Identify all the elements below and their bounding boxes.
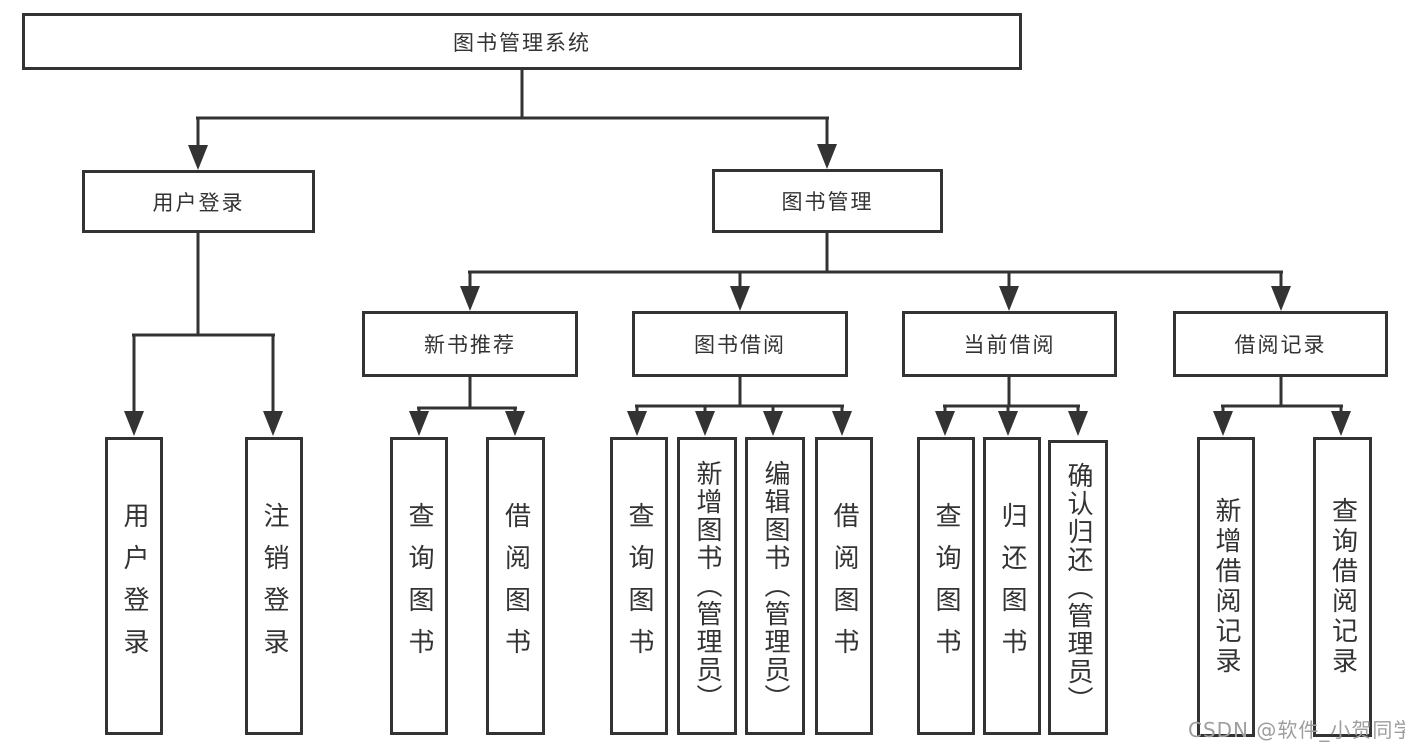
node-book-borrow-label: 图书借阅 xyxy=(694,333,786,357)
watermark-text: CSDN @软件_小贺同学 xyxy=(1188,718,1405,742)
leaf-bb-add-book-admin: 新增图书（管理员） xyxy=(677,437,737,735)
leaf-br-add-record: 新增借阅记录 xyxy=(1197,437,1255,737)
node-new-book-recommend-label: 新书推荐 xyxy=(424,333,516,357)
leaf-cb-confirm-return-admin: 确认归还（管理员） xyxy=(1048,440,1108,735)
leaf-nb-query-book: 查询图书 xyxy=(390,437,448,735)
node-book-management-label: 图书管理 xyxy=(781,190,874,214)
node-borrow-record-label: 借阅记录 xyxy=(1234,333,1327,357)
node-borrow-record: 借阅记录 xyxy=(1173,311,1388,377)
leaf-cb-query-book: 查询图书 xyxy=(917,437,975,735)
leaf-bb-borrow-book: 借阅图书 xyxy=(815,437,873,735)
node-new-book-recommend: 新书推荐 xyxy=(362,311,578,377)
node-user-login: 用户登录 xyxy=(82,170,315,233)
node-root-system: 图书管理系统 xyxy=(22,13,1022,70)
leaf-br-query-record: 查询借阅记录 xyxy=(1313,437,1372,737)
leaf-nb-borrow-book: 借阅图书 xyxy=(486,437,545,735)
leaf-bb-edit-book-admin: 编辑图书（管理员） xyxy=(745,437,805,735)
node-book-management: 图书管理 xyxy=(712,169,943,233)
leaf-user-login: 用户登录 xyxy=(105,437,163,735)
node-current-borrow: 当前借阅 xyxy=(902,311,1117,377)
leaf-bb-query-book: 查询图书 xyxy=(610,437,668,735)
node-root-label: 图书管理系统 xyxy=(453,30,591,55)
node-book-borrow: 图书借阅 xyxy=(632,311,848,377)
node-current-borrow-label: 当前借阅 xyxy=(963,333,1056,357)
leaf-cb-return-book: 归还图书 xyxy=(983,437,1041,735)
leaf-logout: 注销登录 xyxy=(245,437,303,735)
node-user-login-label: 用户登录 xyxy=(152,190,245,215)
